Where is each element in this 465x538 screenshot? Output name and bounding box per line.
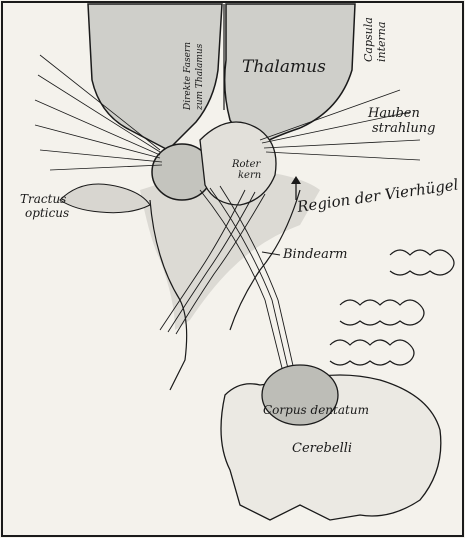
label-tractus-line2: opticus — [25, 206, 69, 220]
tractus-opticus-shape — [60, 184, 150, 213]
label-cerebelli: Cerebelli — [292, 441, 352, 456]
label-region: Region der Vierhügel — [295, 175, 460, 216]
label-hauben-line1: Hauben — [367, 106, 420, 121]
label-roter-line1: Roter — [231, 159, 261, 170]
label-direkte-line1: Direkte Fasern — [183, 42, 193, 111]
label-corpus-dentatum: Corpus dentatum — [263, 403, 369, 417]
cerebellar-lobes — [330, 250, 454, 365]
label-capsula-line1: Capsula — [362, 17, 375, 62]
label-bindearm: Bindearm — [282, 247, 347, 262]
label-capsula-line2: interna — [375, 22, 388, 62]
label-tractus-line1: Tractus — [20, 192, 66, 206]
label-roter-line2: kern — [238, 170, 261, 181]
label-hauben-line2: strahlung — [372, 121, 435, 136]
label-thalamus: Thalamus — [242, 57, 326, 77]
label-direkte-line2: zum Thalamus — [195, 43, 205, 111]
